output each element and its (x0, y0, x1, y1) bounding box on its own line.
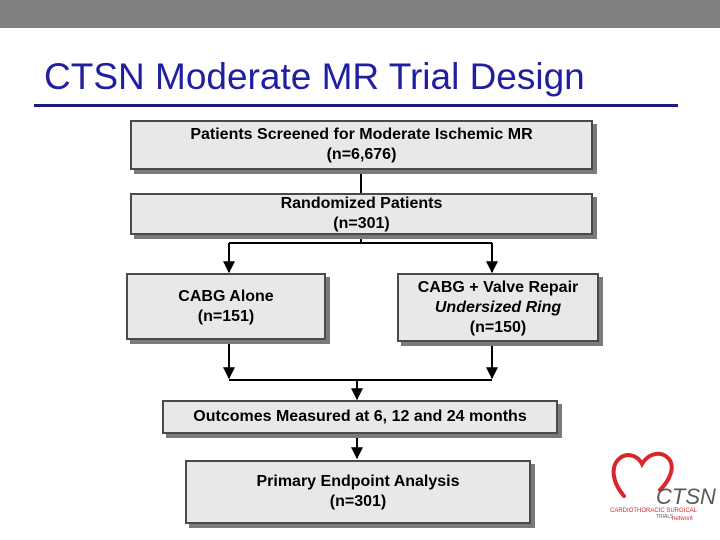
box-randomized-line1: Randomized Patients (280, 195, 443, 212)
box-outcomes-line1: Outcomes Measured at 6, 12 and 24 months (193, 408, 527, 425)
logo-sub1: CARDIOTHORACIC SURGICAL (610, 508, 698, 514)
logo-sub3: network (672, 516, 694, 522)
box-cabg-alone-line1: CABG Alone (178, 287, 274, 305)
slide-title: CTSN Moderate MR Trial Design (44, 56, 585, 97)
box-cabg-repair-line3: (n=150) (469, 318, 527, 336)
box-cabg-repair: CABG + Valve Repair Undersized Ring (n=1… (397, 273, 599, 342)
heart-icon (611, 451, 674, 498)
box-screened: Patients Screened for Moderate Ischemic … (130, 120, 593, 170)
box-cabg-repair-line2: Undersized Ring (434, 298, 562, 316)
box-randomized: Randomized Patients (n=301) (130, 193, 593, 235)
title-underline (34, 104, 678, 107)
box-outcomes: Outcomes Measured at 6, 12 and 24 months (162, 400, 558, 434)
box-cabg-alone: CABG Alone (n=151) (126, 273, 326, 340)
box-cabg-repair-line1: CABG + Valve Repair (417, 278, 579, 296)
ctsn-logo: CTSN CARDIOTHORACIC SURGICAL TRIALS netw… (610, 451, 716, 522)
box-screened-line2: (n=6,676) (326, 146, 397, 163)
box-cabg-alone-line2: (n=151) (197, 307, 255, 325)
logo-name: CTSN (656, 484, 716, 509)
box-randomized-line2: (n=301) (333, 215, 390, 232)
box-primary-line2: (n=301) (329, 493, 387, 510)
box-primary-line1: Primary Endpoint Analysis (256, 473, 460, 490)
logo-sub2: TRIALS (656, 514, 674, 520)
top-bar (0, 0, 720, 28)
box-screened-line1: Patients Screened for Moderate Ischemic … (190, 126, 533, 143)
box-primary: Primary Endpoint Analysis (n=301) (185, 460, 531, 524)
